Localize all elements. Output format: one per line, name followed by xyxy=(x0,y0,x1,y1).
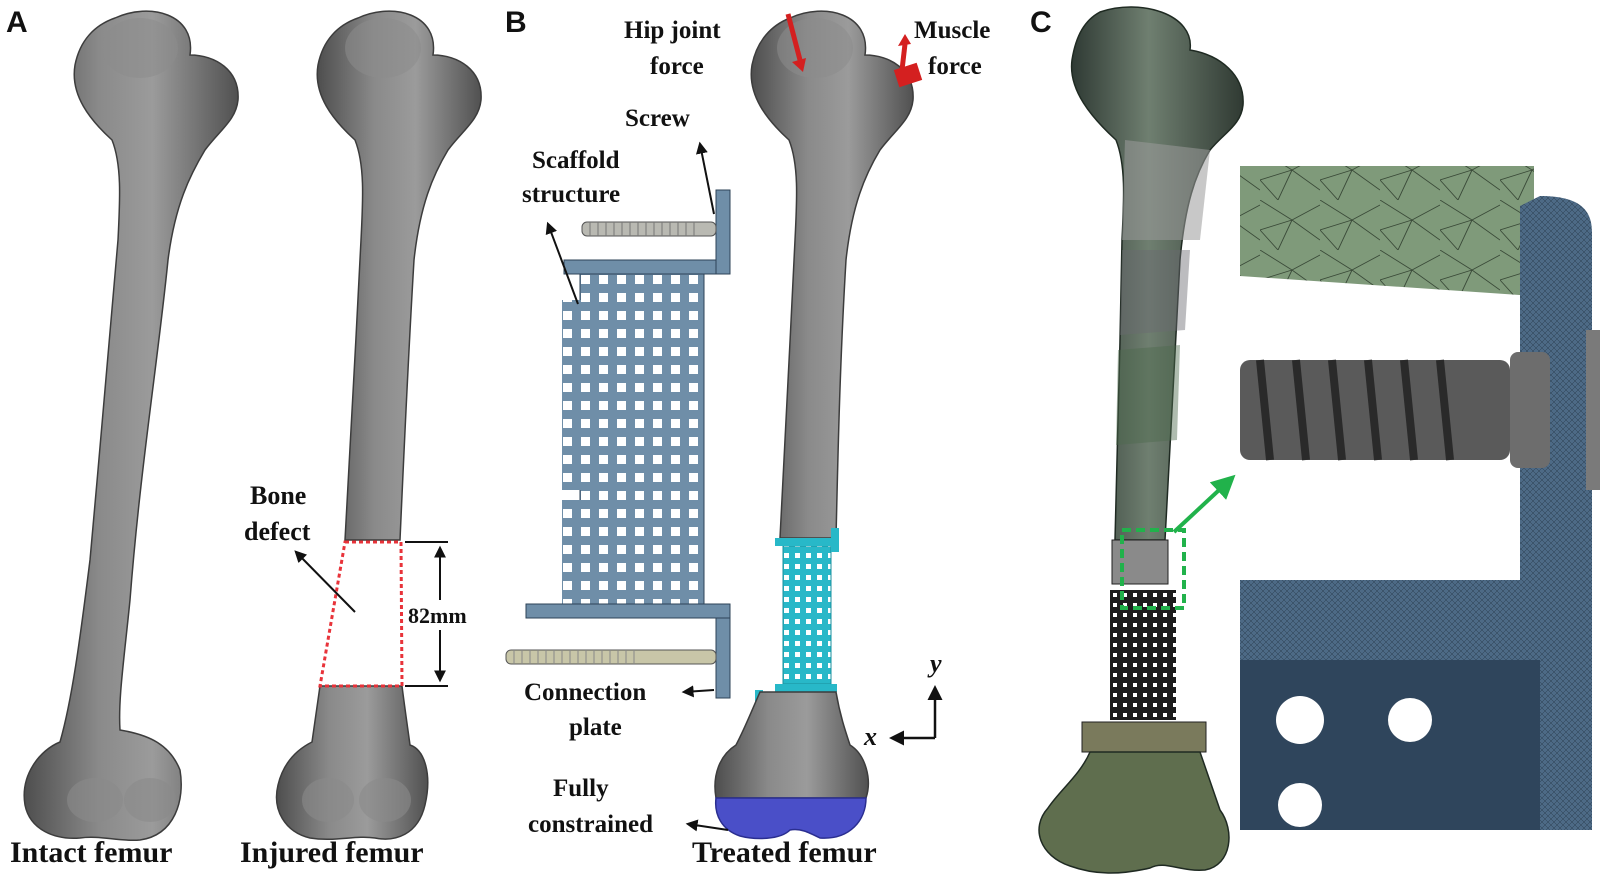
screw-label: Screw xyxy=(625,105,690,132)
panel-label-a: A xyxy=(6,6,28,39)
scaffold-pointer xyxy=(545,221,579,305)
injured-femur-illustration xyxy=(275,10,482,841)
zoom-region-box xyxy=(1120,528,1186,610)
injured-femur-label: Injured femur xyxy=(240,836,424,869)
muscle-force-label-line1: Muscle xyxy=(914,17,990,44)
panel-label-c: C xyxy=(1030,6,1052,39)
constrained-condyles xyxy=(714,797,867,840)
bone-defect-pointer xyxy=(294,550,356,613)
defect-length-label: 82mm xyxy=(408,603,467,628)
coordinate-axes xyxy=(889,685,943,746)
mesh-detail-inset xyxy=(1240,166,1600,831)
treated-femur-label: Treated femur xyxy=(692,836,877,869)
scaffold-label-line1: Scaffold xyxy=(532,147,620,174)
connection-plate-label-line1: Connection xyxy=(524,679,646,706)
axis-x-label: x xyxy=(863,722,877,751)
fully-constrained-pointer xyxy=(685,819,729,832)
bone-defect-label-line1: Bone xyxy=(250,481,306,510)
meshed-femur-model xyxy=(1038,6,1244,874)
connection-plate-pointer xyxy=(681,685,715,698)
treated-femur-illustration xyxy=(714,10,914,840)
bone-defect-label-line2: defect xyxy=(244,517,311,546)
bone-defect-outline xyxy=(318,540,404,688)
muscle-force-label-line2: force xyxy=(928,53,982,80)
scaffold-label-line2: structure xyxy=(522,181,620,208)
hip-joint-force-arrow xyxy=(785,13,806,72)
screw-top xyxy=(581,221,717,237)
intact-femur-illustration xyxy=(23,10,239,842)
zoom-arrow xyxy=(1172,474,1236,534)
muscle-force-arrow xyxy=(893,34,923,88)
implant-exploded-view xyxy=(525,189,731,699)
intact-femur-label: Intact femur xyxy=(10,836,172,869)
connection-plate-label-line2: plate xyxy=(569,714,622,741)
axis-y-label: y xyxy=(927,649,942,678)
fully-constrained-label-line2: constrained xyxy=(528,811,653,838)
fully-constrained-label-line1: Fully xyxy=(553,775,609,802)
hip-force-label-line1: Hip joint xyxy=(624,17,721,44)
hip-force-label-line2: force xyxy=(650,53,704,80)
screw-bottom xyxy=(505,649,717,665)
panel-label-b: B xyxy=(505,6,527,39)
screw-pointer xyxy=(695,141,715,215)
